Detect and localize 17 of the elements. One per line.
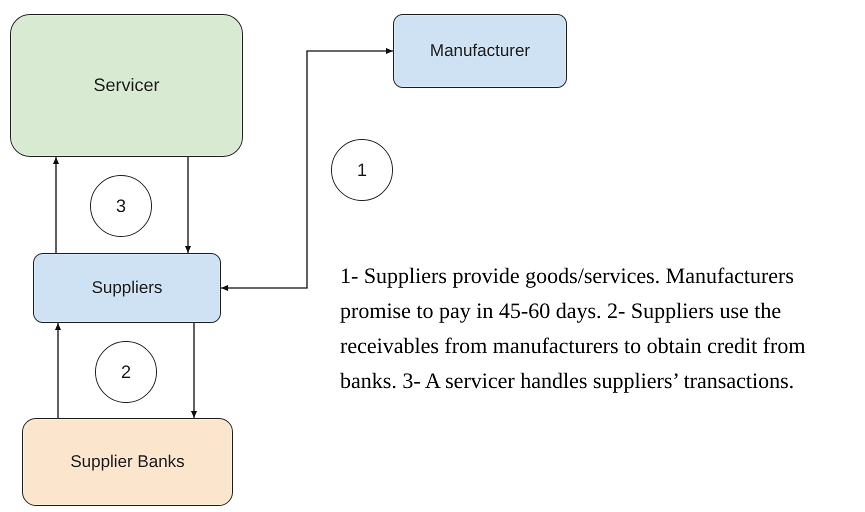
arrow [185,157,191,253]
arrow [53,157,59,253]
step-number: 2 [120,360,132,384]
entity-box [33,253,221,323]
entity-label: Servicer [92,74,160,97]
entity-label: Supplier Banks [69,451,186,473]
arrow [221,48,393,291]
step-number: 1 [356,158,368,182]
arrow [55,323,61,418]
arrow [191,323,197,418]
step-number: 3 [114,194,127,218]
entity-box [22,418,233,506]
explanation-note: 1- Suppliers provide goods/services. Manufacturers promise to pay in 45-60 days. 2- Suppliers use the receivables from manufacturers to obtain credit from banks. 3- A servicer handles suppliers’ transactions. [340,262,806,395]
entity-label: Manufacturer [428,40,532,62]
entity-box [10,14,243,157]
entity-box [393,14,567,88]
entity-label: Suppliers [90,277,164,299]
